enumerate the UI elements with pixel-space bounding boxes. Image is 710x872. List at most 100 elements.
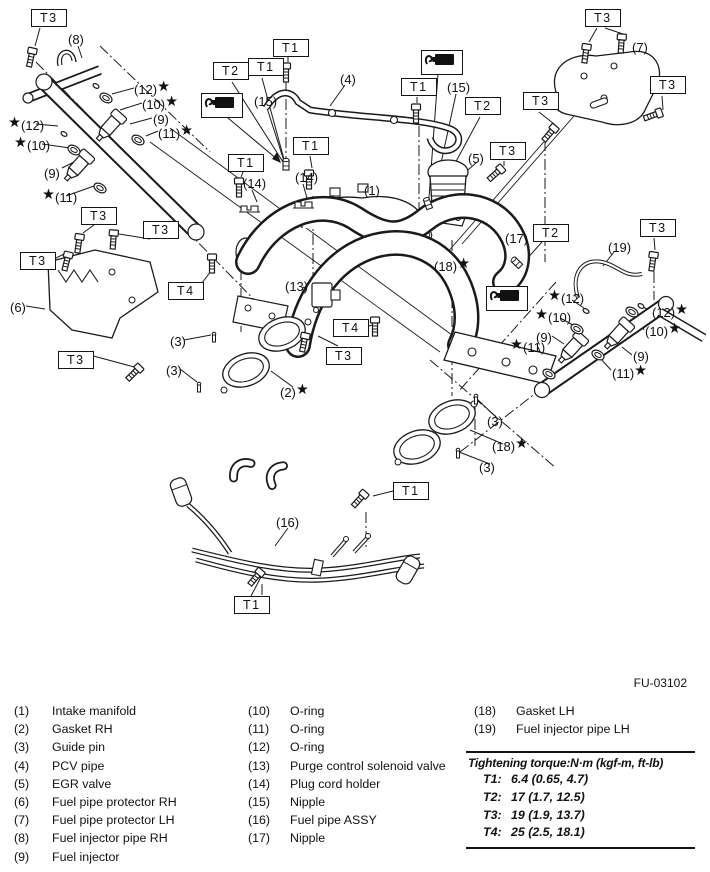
- legend-item: (18)Gasket LH: [474, 704, 630, 722]
- torque-table-title: Tightening torque:N·m (kgf-m, ft-lb): [468, 756, 664, 770]
- part-number-label: (8): [68, 32, 84, 47]
- part-number-text: (11): [523, 340, 546, 355]
- legend-item-name: O-ring: [290, 740, 325, 755]
- torque-ref-box: T3: [650, 76, 686, 94]
- legend-item: (17)Nipple: [248, 831, 446, 849]
- part-number-label: (18)★: [492, 436, 529, 454]
- part-number-text: (6): [10, 300, 26, 315]
- part-number-label: (5): [468, 151, 484, 166]
- part-number-text: (2): [280, 385, 296, 400]
- torque-row-value: 6.4 (0.65, 4.7): [511, 772, 589, 786]
- torque-row: T1:6.4 (0.65, 4.7): [466, 772, 695, 790]
- torque-ref-box: T3: [523, 92, 559, 110]
- legend-item-name: Plug cord holder: [290, 776, 381, 791]
- torque-table: Tightening torque:N·m (kgf-m, ft-lb) T1:…: [466, 751, 695, 850]
- part-number-text: (18): [492, 439, 516, 454]
- legend-item: (15)Nipple: [248, 795, 446, 813]
- torque-row-value: 25 (2.5, 18.1): [511, 825, 585, 840]
- part-number-label: (9): [44, 166, 60, 181]
- star-marker-icon: ★: [634, 363, 648, 379]
- part-number-label: (3): [479, 460, 495, 475]
- legend-item-number: (2): [14, 722, 30, 737]
- star-marker-icon: ★: [157, 79, 171, 95]
- part-number-label: (11)★: [158, 124, 193, 141]
- fuel-pipe-protector-rh: [47, 249, 159, 339]
- part-number-text: (11): [55, 190, 78, 205]
- torque-ref-box: T3: [640, 219, 676, 237]
- torque-row: T2:17 (1.7, 12.5): [466, 790, 695, 808]
- part-number-label: (18)★: [434, 256, 471, 274]
- legend-item-name: Intake manifold: [52, 704, 137, 718]
- torque-ref-box: T3: [490, 142, 526, 160]
- part-number-label: (10)★: [645, 321, 682, 339]
- part-number-text: (17): [505, 231, 529, 246]
- part-number-label: (13): [285, 279, 308, 294]
- legend-item: (9)Fuel injector: [14, 850, 177, 868]
- gasket-lh: [393, 393, 479, 466]
- star-marker-icon: ★: [14, 135, 27, 151]
- legend-item: (6) Fuel pipe protector RH: [14, 795, 177, 813]
- torque-ref-box: T3: [58, 351, 94, 369]
- star-marker-icon: ★: [668, 321, 682, 337]
- fuel-injector-pipe-rh: [22, 49, 205, 241]
- torque-ref-box: T3: [326, 347, 362, 365]
- part-number-label: (7): [632, 40, 648, 55]
- figure-code: FU-03102: [633, 676, 687, 690]
- part-number-label: ★(10): [14, 135, 50, 153]
- part-number-text: (3): [487, 414, 503, 429]
- legend-item-name: O-ring: [290, 704, 325, 718]
- legend-item: (11)O-ring: [248, 722, 446, 740]
- part-number-text: (16): [276, 515, 300, 530]
- torque-row-label: T4:: [483, 825, 502, 840]
- legend-item-number: (3): [14, 740, 30, 755]
- part-number-text: (12): [21, 118, 45, 133]
- legend-item-name: Fuel pipe protector LH: [52, 813, 175, 828]
- star-marker-icon: ★: [675, 302, 689, 318]
- part-number-label: ★(10): [535, 308, 571, 325]
- legend-item-name: Guide pin: [52, 740, 106, 755]
- part-number-text: (11): [158, 126, 181, 141]
- part-number-label: (4): [340, 72, 356, 87]
- legend-item-number: (19): [474, 722, 497, 737]
- legend-item: (5)EGR valve: [14, 777, 177, 795]
- part-number-text: (9): [536, 330, 552, 345]
- legend-item: (1)Intake manifold: [14, 704, 177, 722]
- part-number-label: (3): [170, 334, 186, 349]
- part-number-text: (12): [134, 82, 158, 97]
- part-number-text: (3): [166, 363, 182, 378]
- torque-ref-box: T2: [465, 97, 501, 115]
- legend-item-number: (16): [248, 813, 271, 828]
- legend-item-number: (8): [14, 831, 30, 846]
- torque-ref-box: T3: [143, 221, 179, 239]
- purge-solenoid-valve: [311, 282, 341, 313]
- part-number-text: (7): [632, 40, 648, 55]
- star-marker-icon: ★: [457, 256, 471, 272]
- legend-item-number: (10): [248, 704, 271, 718]
- pcv-pipe: [262, 89, 463, 155]
- sealant-tube-icon: [201, 93, 243, 118]
- legend-item: (14)Plug cord holder: [248, 777, 446, 795]
- legend-item-name: Fuel pipe protector RH: [52, 794, 177, 809]
- legend-item-number: (9): [14, 849, 30, 864]
- gasket-rh: [196, 316, 312, 394]
- torque-ref-box: T4: [168, 282, 204, 300]
- torque-ref-box: T1: [293, 137, 329, 155]
- sealant-tube-icon: [486, 286, 528, 311]
- part-number-text: (15): [254, 94, 278, 109]
- legend-item: (8)Fuel injector pipe RH: [14, 831, 177, 849]
- legend-column-3: (18)Gasket LH(19) Fuel injector pipe LH: [474, 704, 630, 740]
- legend-item: (7)Fuel pipe protector LH: [14, 813, 177, 831]
- part-number-text: (14): [295, 170, 319, 185]
- legend-item-name: Fuel injector pipe LH: [516, 722, 630, 737]
- star-marker-icon: ★: [548, 288, 561, 304]
- torque-ref-box: T2: [213, 62, 249, 80]
- part-number-text: (4): [340, 72, 356, 87]
- legend-item-number: (6): [14, 794, 30, 809]
- part-number-label: (12)★: [652, 302, 689, 320]
- star-marker-icon: ★: [515, 436, 529, 452]
- part-number-text: (12): [652, 305, 676, 320]
- star-marker-icon: ★: [295, 382, 309, 398]
- part-number-label: ★(11): [42, 188, 78, 205]
- part-number-text: (10): [645, 324, 669, 339]
